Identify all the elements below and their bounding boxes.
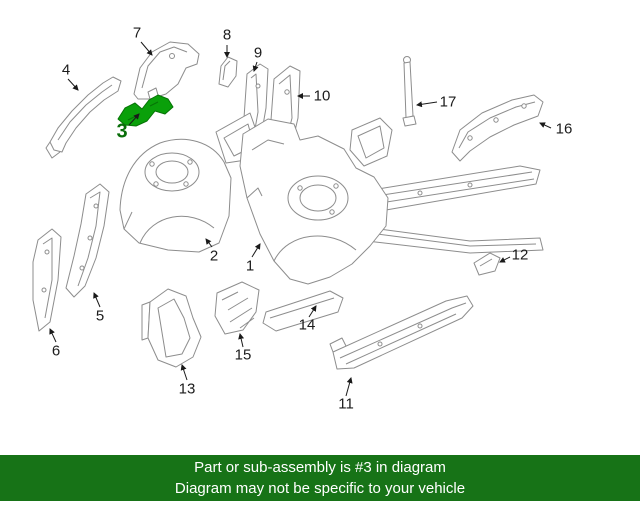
part-6 (32, 228, 62, 332)
callout-7: 7 (132, 24, 142, 42)
diagram-linework (32, 41, 552, 397)
part-15 (214, 281, 260, 335)
part-2 (119, 138, 232, 253)
callout-14: 14 (298, 316, 316, 334)
part-7 (133, 41, 200, 100)
callout-1: 1 (245, 257, 255, 275)
callout-15: 15 (234, 346, 252, 364)
banner-line2: Diagram may not be specific to your vehi… (174, 480, 466, 497)
callout-5: 5 (95, 307, 105, 325)
rail-upper-right (369, 165, 541, 211)
callout-6: 6 (51, 342, 61, 360)
banner-line1: Part or sub-assembly is #3 in diagram (194, 459, 446, 476)
part-8 (218, 56, 238, 88)
callout-13: 13 (178, 380, 196, 398)
callout-3: 3 (116, 120, 128, 143)
callout-17: 17 (439, 93, 457, 111)
part-3-highlighted (117, 94, 174, 127)
part-17 (402, 56, 417, 127)
exploded-parts-diagram: 4 7 8 9 10 17 16 3 2 1 12 5 14 6 15 13 1… (32, 24, 573, 413)
callout-16: 16 (555, 120, 573, 138)
callout-2: 2 (209, 247, 219, 265)
callout-4: 4 (61, 61, 71, 79)
part-14 (262, 290, 344, 332)
part-11 (329, 295, 474, 370)
callout-12: 12 (511, 246, 529, 264)
part-5 (65, 183, 110, 298)
part-1 (239, 118, 389, 285)
callout-9: 9 (253, 44, 263, 62)
part-4 (45, 76, 122, 159)
callout-8: 8 (222, 26, 232, 44)
leader-arrows (49, 41, 552, 397)
part-13 (141, 288, 202, 368)
callout-11: 11 (338, 395, 354, 413)
part-12 (473, 252, 501, 276)
part-16 (451, 94, 544, 162)
mid-panel (349, 117, 393, 167)
info-banner: Part or sub-assembly is #3 in diagram Di… (0, 455, 640, 501)
callout-10: 10 (313, 87, 331, 105)
